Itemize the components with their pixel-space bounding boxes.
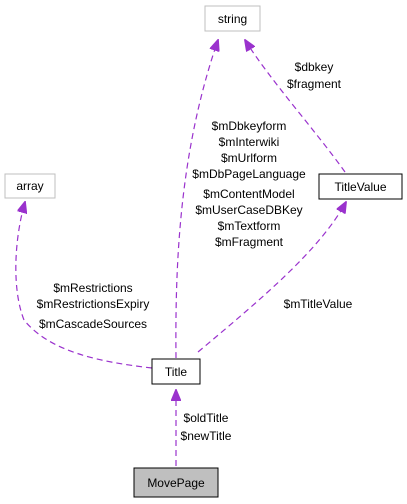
edge-label: $mDbPageLanguage: [192, 167, 306, 181]
edge-label: $mUrlform: [221, 151, 277, 165]
node-titlevalue[interactable]: TitleValue: [318, 173, 403, 200]
edge-label: $dbkey: [295, 60, 334, 74]
edge-label: $mRestrictionsExpiry: [37, 297, 150, 311]
edge-label: $mContentModel: [203, 187, 294, 201]
node-title-label: Title: [165, 365, 188, 379]
edge-label: $newTitle: [181, 429, 232, 443]
edge-labels-title-to-titlevalue: $mTitleValue: [284, 297, 353, 311]
edge-labels-title-to-string: $mDbkeyform $mInterwiki $mUrlform $mDbPa…: [192, 119, 306, 249]
edge-label: $mUserCaseDBKey: [195, 203, 302, 217]
node-titlevalue-label: TitleValue: [334, 180, 386, 194]
node-array[interactable]: array: [4, 173, 56, 199]
edge-labels-titlevalue-to-string: $dbkey $fragment: [287, 60, 342, 91]
edge-labels-title-to-array: $mRestrictions $mRestrictionsExpiry $mCa…: [37, 281, 150, 331]
edge-title-to-string: [175, 40, 218, 359]
edge-labels-movepage-to-title: $oldTitle $newTitle: [181, 411, 232, 443]
edge-title-to-titlevalue: [197, 202, 346, 353]
edge-label: $oldTitle: [184, 411, 229, 425]
edge-label: $mInterwiki: [219, 135, 280, 149]
node-movepage[interactable]: MovePage: [133, 467, 219, 498]
edge-label: $mFragment: [215, 235, 284, 249]
edge-label: $mTextform: [218, 219, 281, 233]
node-array-label: array: [16, 179, 43, 193]
edge-label: $mTitleValue: [284, 297, 353, 311]
node-string[interactable]: string: [204, 5, 261, 32]
edge-label: $fragment: [287, 77, 342, 91]
node-string-label: string: [218, 12, 247, 26]
edge-label: $mDbkeyform: [212, 119, 287, 133]
edge-titlevalue-to-string: [245, 40, 346, 173]
edge-label: $mRestrictions: [53, 281, 132, 295]
node-movepage-label: MovePage: [147, 476, 205, 490]
edge-label: $mCascadeSources: [39, 317, 147, 331]
node-title[interactable]: Title: [151, 358, 201, 385]
edge-title-to-array: [15, 202, 153, 369]
